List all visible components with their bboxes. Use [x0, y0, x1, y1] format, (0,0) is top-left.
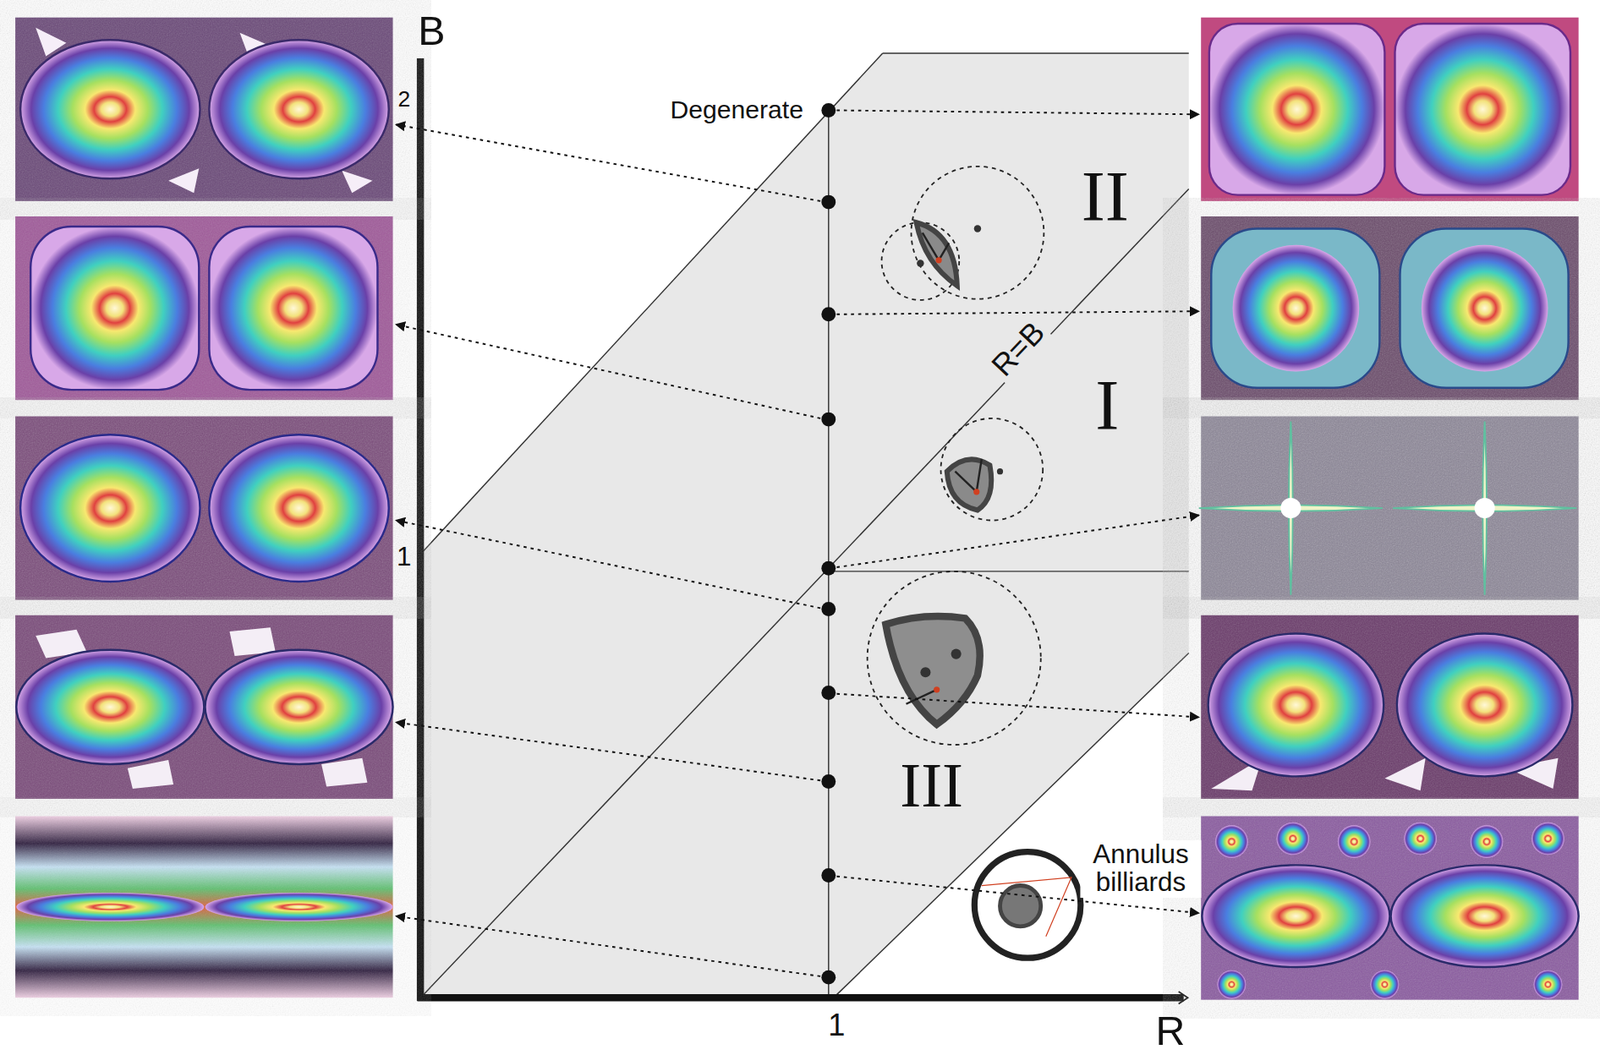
sample-dots [821, 103, 836, 986]
region-label: III [899, 752, 964, 820]
phase-portrait [15, 816, 393, 998]
axis-label: R [1156, 1008, 1186, 1053]
phase-portrait [1199, 416, 1579, 600]
point-label: Degenerate [669, 96, 804, 124]
phase-portrait [15, 416, 393, 600]
region-boundaries [423, 53, 1190, 996]
phase-portrait [1200, 615, 1579, 800]
region-label: II [1081, 159, 1129, 236]
phase-portrait [15, 615, 393, 800]
phase-portrait [15, 216, 393, 400]
axes [417, 58, 1184, 1002]
parameter-region [423, 53, 1190, 996]
axis-arrow [1178, 991, 1189, 1004]
billiard-sketches [867, 166, 1081, 959]
tick-label: 1 [396, 542, 411, 571]
leader-arrows [395, 109, 1200, 976]
inset-label: Annulus billiards [1079, 840, 1201, 899]
phase-portrait [1200, 216, 1579, 400]
phase-portrait [1200, 17, 1579, 202]
tick-label: 2 [397, 87, 411, 112]
tick-label: 1 [827, 1009, 845, 1042]
region-label: I [1095, 368, 1119, 444]
phase-portrait [1200, 816, 1579, 1000]
axis-label: B [417, 9, 445, 53]
phase-portrait [15, 17, 393, 202]
